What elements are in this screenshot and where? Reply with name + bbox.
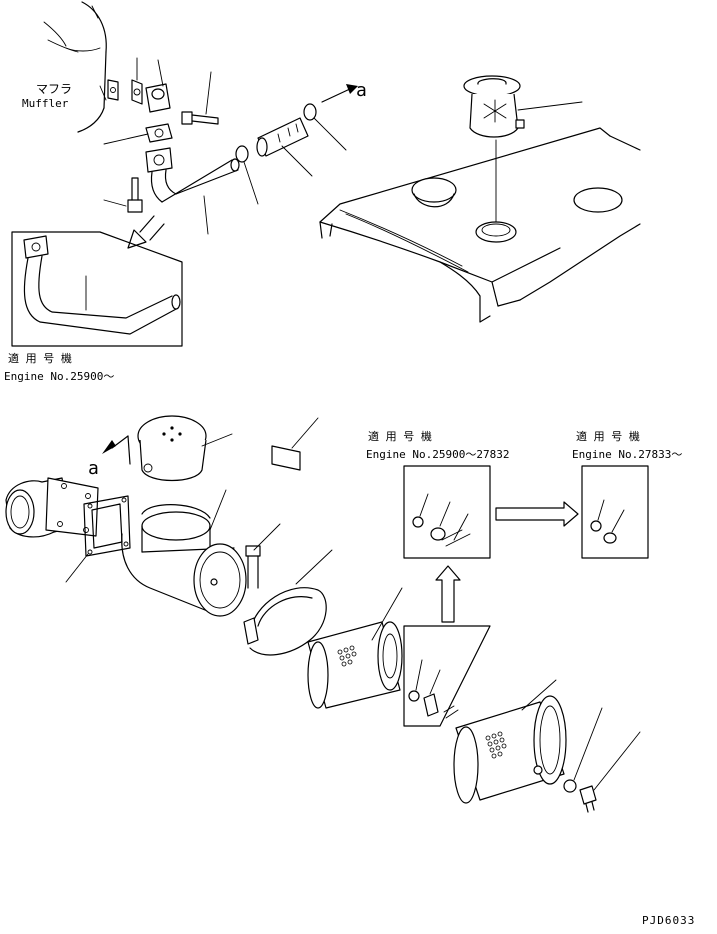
engine-hood: [319, 127, 641, 323]
applic-box-3-label-jp: 適 用 号 機: [576, 429, 640, 443]
muffler-label-jp: マフラ: [36, 82, 72, 96]
gasket-middle: [103, 123, 173, 145]
clamp-2: [303, 103, 347, 151]
drain-bolt: [579, 731, 641, 813]
inset-box-engine-25900: [11, 231, 183, 347]
bolt-upper: [181, 71, 219, 125]
applic-box-3-label-en: Engine No.27833～: [572, 448, 682, 461]
gasket-upper: [131, 57, 143, 105]
bolt-lower: [103, 177, 143, 213]
applic-box-engine-25900-27832: [403, 465, 491, 559]
detail-box-current: [403, 625, 491, 727]
applic-box-2-label-en: Engine No.25900～27832: [366, 448, 509, 461]
muffler: [43, 1, 119, 133]
arrow-label-a-top: a: [356, 80, 367, 101]
outer-element: [307, 587, 403, 709]
wing-nut: [563, 707, 603, 793]
arrow-to-a-top: [321, 84, 358, 103]
arrow-to-later-version: [495, 501, 579, 527]
inset-arrow: [127, 215, 165, 249]
inset-applic-label-jp: 適 用 号 機: [8, 351, 72, 365]
arrow-label-a-bottom: a: [88, 458, 99, 479]
arrow-up-to-box: [435, 565, 461, 623]
inset-applic-label-en: Engine No.25900～: [4, 370, 114, 383]
precleaner-cap: [463, 75, 583, 138]
inner-element: [453, 679, 567, 804]
clamp-1: [235, 145, 259, 205]
drawing-code: PJD6033: [642, 914, 695, 927]
air-cleaner-body: [121, 489, 247, 617]
caution-label-plate: [271, 417, 319, 471]
top-cover: [137, 415, 233, 481]
stud-bolt: [245, 523, 281, 589]
arrow-to-a-bottom: [102, 435, 131, 465]
applic-box-engine-27833: [581, 465, 649, 559]
rubber-hose: [256, 117, 313, 177]
muffler-label-en: Muffler: [22, 97, 69, 110]
outer-element-mesh: [337, 645, 357, 667]
band-clamp: [243, 549, 333, 656]
applic-box-2-label-jp: 適 用 号 機: [368, 429, 432, 443]
inner-element-mesh: [485, 731, 507, 759]
exhaust-pipe: [145, 147, 240, 235]
elbow-fitting: [145, 59, 171, 113]
